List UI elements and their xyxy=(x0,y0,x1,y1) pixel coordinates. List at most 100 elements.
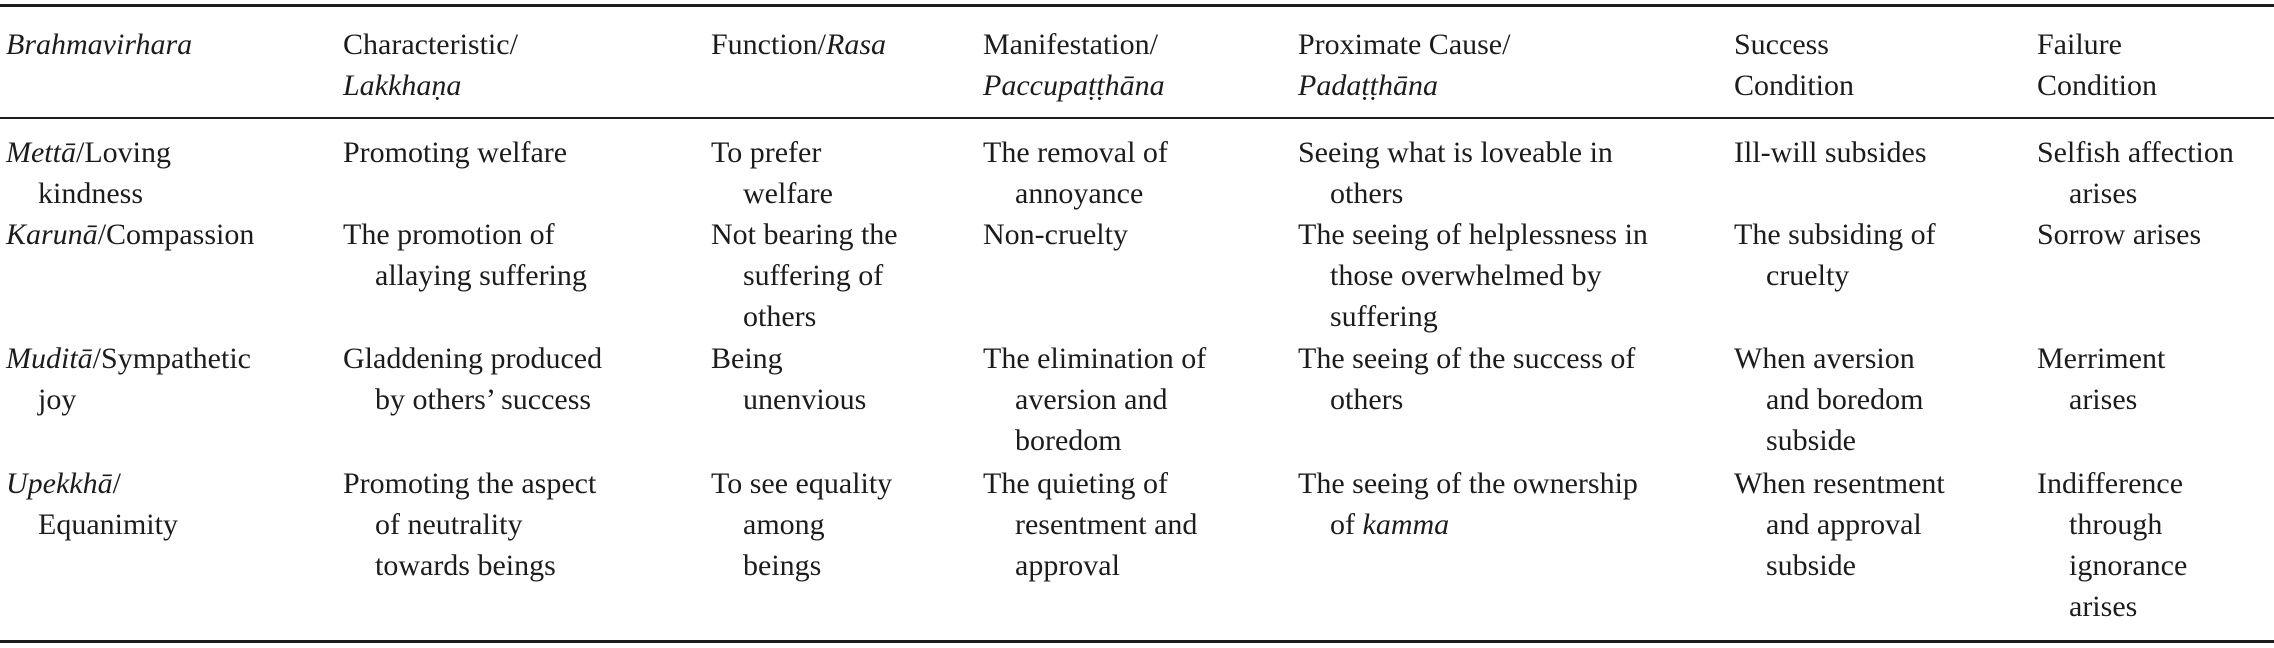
cell-text: and boredom xyxy=(1766,383,1924,416)
header-text: Failure xyxy=(2037,28,2122,61)
row-karuna-success: The subsiding of cruelty xyxy=(1734,214,1936,296)
row-upekkha-success: When resentment and approval subside xyxy=(1734,463,1945,586)
cell-text: Karunā xyxy=(6,218,98,251)
cell-text: The quieting of xyxy=(983,467,1168,500)
header-text: Brahmavirhara xyxy=(6,28,193,61)
header-proximate-cause: Proximate Cause/ Padaṭṭhāna xyxy=(1298,24,1510,106)
row-metta-success: Ill-will subsides xyxy=(1734,132,1927,173)
cell-text: aversion and xyxy=(1015,383,1168,416)
cell-text: Upekkhā xyxy=(6,467,113,500)
cell-text: Promoting welfare xyxy=(343,136,568,169)
cell-text: / xyxy=(112,467,121,500)
row-upekkha-failure: Indifference through ignorance arises xyxy=(2037,463,2187,627)
header-text: Rasa xyxy=(826,28,887,61)
cell-text: Selfish affection xyxy=(2037,136,2234,169)
cell-text: subside xyxy=(1766,549,1856,582)
row-metta-proximate-cause: Seeing what is loveable in others xyxy=(1298,132,1613,214)
header-text: Condition xyxy=(2037,69,2158,102)
row-mudita-success: When aversion and boredom subside xyxy=(1734,338,1923,461)
cell-text: /Sympathetic xyxy=(92,342,251,375)
row-mudita-characteristic: Gladdening produced by others’ success xyxy=(343,338,602,420)
cell-text: arises xyxy=(2069,590,2138,623)
cell-text: those overwhelmed by xyxy=(1330,259,1602,292)
row-metta-manifestation: The removal of annoyance xyxy=(983,132,1168,214)
cell-text: welfare xyxy=(743,177,833,210)
row-upekkha-function: To see equality among beings xyxy=(711,463,892,586)
cell-text: Gladdening produced xyxy=(343,342,603,375)
header-text: Manifestation/ xyxy=(983,28,1158,61)
row-metta-name: Mettā/Loving kindness xyxy=(6,132,171,214)
cell-text: unenvious xyxy=(743,383,867,416)
cell-text: Not bearing the xyxy=(711,218,898,251)
cell-text: joy xyxy=(38,383,77,416)
cell-text: by others’ success xyxy=(375,383,592,416)
cell-text: others xyxy=(1330,383,1404,416)
header-text: Condition xyxy=(1734,69,1855,102)
cell-text: The seeing of helplessness in xyxy=(1298,218,1648,251)
header-text: Function/ xyxy=(711,28,827,61)
row-karuna-function: Not bearing the suffering of others xyxy=(711,214,898,337)
cell-text: The elimination of xyxy=(983,342,1207,375)
header-text: Proximate Cause/ xyxy=(1298,28,1511,61)
header-characteristic: Characteristic/ Lakkhaṇa xyxy=(343,24,518,106)
header-text: Lakkhaṇa xyxy=(343,69,462,102)
cell-text: others xyxy=(743,300,817,333)
cell-text: The seeing of the success of xyxy=(1298,342,1636,375)
cell-text: boredom xyxy=(1015,424,1122,457)
cell-text: resentment and xyxy=(1015,508,1198,541)
cell-text: The subsiding of xyxy=(1734,218,1936,251)
cell-text: others xyxy=(1330,177,1404,210)
cell-text: Equanimity xyxy=(38,508,178,541)
cell-text: kamma xyxy=(1362,508,1450,541)
cell-text: kindness xyxy=(38,177,143,210)
header-failure-condition: Failure Condition xyxy=(2037,24,2157,106)
cell-text: Promoting the aspect xyxy=(343,467,597,500)
cell-text: Being xyxy=(711,342,783,375)
row-karuna-name: Karunā/Compassion xyxy=(6,214,254,255)
cell-text: Indifference xyxy=(2037,467,2184,500)
header-brahmavihara: Brahmavirhara xyxy=(6,24,192,65)
cell-text: To see equality xyxy=(711,467,893,500)
cell-text: arises xyxy=(2069,383,2138,416)
header-text: Padaṭṭhāna xyxy=(1298,69,1438,102)
row-karuna-proximate-cause: The seeing of helplessness in those over… xyxy=(1298,214,1648,337)
header-function: Function/Rasa xyxy=(711,24,886,65)
header-text: Paccupaṭṭhāna xyxy=(983,69,1165,102)
cell-text: arises xyxy=(2069,177,2138,210)
row-upekkha-manifestation: The quieting of resentment and approval xyxy=(983,463,1197,586)
row-karuna-manifestation: Non-cruelty xyxy=(983,214,1128,255)
cell-text: Muditā xyxy=(6,342,93,375)
cell-text: among xyxy=(743,508,825,541)
cell-text: suffering xyxy=(1330,300,1438,333)
table-top-rule xyxy=(0,4,2274,7)
row-metta-failure: Selfish affection arises xyxy=(2037,132,2234,214)
row-karuna-characteristic: The promotion of allaying suffering xyxy=(343,214,587,296)
cell-text: The promotion of xyxy=(343,218,555,251)
cell-text: To prefer xyxy=(711,136,822,169)
header-text: Success xyxy=(1734,28,1829,61)
cell-text: Seeing what is loveable in xyxy=(1298,136,1613,169)
row-upekkha-characteristic: Promoting the aspect of neutrality towar… xyxy=(343,463,596,586)
cell-text: /Loving xyxy=(75,136,171,169)
header-text: Characteristic/ xyxy=(343,28,518,61)
cell-text: approval xyxy=(1015,549,1120,582)
cell-text: Mettā xyxy=(6,136,76,169)
row-mudita-proximate-cause: The seeing of the success of others xyxy=(1298,338,1635,420)
cell-text: Ill-will subsides xyxy=(1734,136,1927,169)
cell-text: suffering of xyxy=(743,259,884,292)
row-mudita-function: Being unenvious xyxy=(711,338,866,420)
cell-text: The seeing of the ownership xyxy=(1298,467,1638,500)
row-mudita-failure: Merriment arises xyxy=(2037,338,2165,420)
cell-text: cruelty xyxy=(1766,259,1850,292)
cell-text: The removal of xyxy=(983,136,1168,169)
cell-text: Non-cruelty xyxy=(983,218,1128,251)
table-header-rule xyxy=(0,117,2274,119)
cell-text: When resentment xyxy=(1734,467,1945,500)
cell-text: and approval xyxy=(1766,508,1922,541)
cell-text: of xyxy=(1330,508,1363,541)
cell-text: of neutrality xyxy=(375,508,523,541)
cell-text: /Compassion xyxy=(97,218,255,251)
cell-text: When aversion xyxy=(1734,342,1915,375)
cell-text: beings xyxy=(743,549,822,582)
